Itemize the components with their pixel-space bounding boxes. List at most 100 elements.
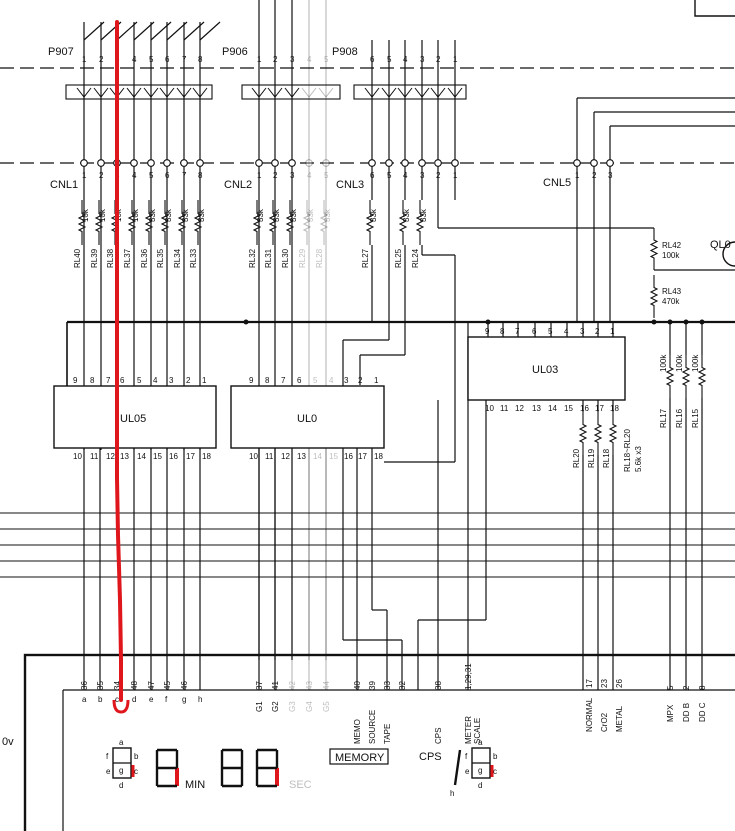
p908-funnel-2 (381, 87, 397, 98)
res-rl18 (608, 412, 618, 455)
p907-housing (65, 84, 213, 100)
ul03-top-pin-7: 3 (580, 327, 585, 336)
memory-label: MEMORY (335, 752, 385, 764)
res-value-rl31: 33k (272, 208, 281, 222)
res-value-rl24: 33k (419, 208, 428, 222)
res-ref-rl30: RL30 (281, 248, 290, 268)
display-seg-letter-f: f (165, 695, 168, 704)
ul05-bottom-pin-5: 14 (137, 452, 146, 461)
p907-pin-4: 4 (132, 55, 137, 64)
display-tape-pin-26: 26 (615, 679, 624, 688)
display-func-pin-4: 32 (398, 681, 407, 690)
cnl2-node-5 (322, 159, 330, 167)
display-mpx-name-2: DD B (682, 703, 691, 722)
ul03-bottom-pin-3: 12 (515, 404, 524, 413)
ulmid-bottom-pin-3: 12 (281, 452, 290, 461)
res-rl20 (578, 412, 588, 455)
p908-housing (353, 84, 467, 100)
cnl3-node-3 (401, 159, 409, 167)
ul03-top-pin-5: 5 (548, 327, 553, 336)
components: 1110kRL402210kRL393310kRL384410kRL375533… (73, 55, 707, 798)
p907-slant-6 (166, 21, 188, 41)
cnl1-node-5 (147, 159, 155, 167)
p907-pin-7: 7 (182, 55, 187, 64)
res-rl33 (193, 200, 203, 245)
display-pin-47: 47 (147, 681, 156, 690)
ulmid-bottom-pin-5: 14 (313, 452, 322, 461)
p907-slant-8 (199, 21, 221, 41)
p907-pin-6: 6 (165, 55, 170, 64)
sec-label: SEC (289, 779, 312, 791)
p907-pin-2: 2 (99, 55, 104, 64)
ul03-bottom-pin-2: 11 (500, 404, 509, 413)
ul05-top-pin-2: 8 (90, 376, 95, 385)
res-rl16 (681, 355, 691, 398)
cnl5-node-1 (573, 159, 581, 167)
cnl3-pin-1: 6 (370, 171, 375, 180)
ulmid-top-pin-7: 3 (344, 376, 349, 385)
p907-funnel-4 (126, 87, 142, 98)
cnl1-node-6 (163, 159, 171, 167)
p908-pin-6: 1 (453, 55, 458, 64)
res-rl35 (160, 200, 170, 245)
res-value-rl40: 10k (81, 208, 90, 222)
cnl3-node-6 (451, 159, 459, 167)
display-grid-pin-42: 42 (288, 681, 297, 690)
ul03-bottom-pin-5: 14 (548, 404, 557, 413)
ul05-bottom-pin-2: 11 (90, 452, 99, 461)
ql0-symbol (722, 241, 735, 267)
ulmid-top-pin-2: 8 (265, 376, 270, 385)
res-rl17 (665, 355, 675, 398)
res-ref-rl34: RL34 (173, 248, 182, 268)
legend-digit-left-c: c (134, 767, 138, 776)
res-value-rl29: 33k (306, 208, 315, 222)
ul03-top-pin-9: 1 (610, 327, 615, 336)
ul05-top-pin-1: 9 (73, 376, 78, 385)
p906-label: P906 (222, 46, 248, 58)
display-tape-name-1: NORMAL (585, 697, 594, 732)
display-tape-pin-17: 17 (585, 679, 594, 688)
ul03-bottom-pin-8: 17 (595, 404, 604, 413)
res-ref-rl35: RL35 (156, 248, 165, 268)
legend-digit-right-f: f (465, 752, 468, 761)
display-grid-name-g5: G5 (322, 701, 331, 712)
legend-digit-right-frame (471, 747, 491, 779)
rl43-value: 470k (662, 297, 680, 306)
res-value-rl16: 100k (675, 354, 684, 372)
legend-digit-left-frame (112, 747, 132, 779)
ul03-bottom-pin-4: 13 (532, 404, 541, 413)
cnl2-pin-3: 3 (290, 171, 295, 180)
bus-junction-rl43 (651, 319, 657, 325)
ulmid-top-pin-9: 1 (374, 376, 379, 385)
res-ref-rl25: RL25 (394, 248, 403, 268)
memory-indicator-box (329, 748, 389, 765)
display-func-pin-6: 1,29,31 (464, 663, 473, 690)
cnl2-pin-4: 4 (307, 171, 312, 180)
cnl5-pin-3: 3 (608, 171, 613, 180)
res-value-rl17: 100k (659, 354, 668, 372)
display-tape-pin-23: 23 (600, 679, 609, 688)
legend-digit-left-f: f (106, 752, 109, 761)
cnl3-node-2 (385, 159, 393, 167)
ulmid-bottom-pin-7: 16 (344, 452, 353, 461)
res-rl27 (365, 200, 375, 245)
bus-junction-right-2 (683, 319, 689, 325)
res-rl39 (94, 200, 104, 245)
res-rl43 (649, 275, 659, 318)
ulmid-top-pin-1: 9 (249, 376, 254, 385)
res-value-rl36: 33k (148, 208, 157, 222)
res-ref-rl28: RL28 (315, 248, 324, 268)
cnl1-node-1 (80, 159, 88, 167)
p908-pin-4: 3 (420, 55, 425, 64)
display-grid-name-g4: G4 (305, 701, 314, 712)
res-value-rl27: 33k (369, 208, 378, 222)
cnl2-node-4 (305, 159, 313, 167)
p908-funnel-1 (364, 87, 380, 98)
cps-label: CPS (419, 751, 442, 763)
display-func-name-6-0: METER (464, 716, 473, 744)
cnl5-pin-2: 2 (592, 171, 597, 180)
res-ref-rl16: RL16 (675, 408, 684, 428)
res-rl30 (285, 200, 295, 245)
cnl1-pin-8: 8 (198, 171, 203, 180)
legend-digit-left-d: d (119, 781, 123, 790)
